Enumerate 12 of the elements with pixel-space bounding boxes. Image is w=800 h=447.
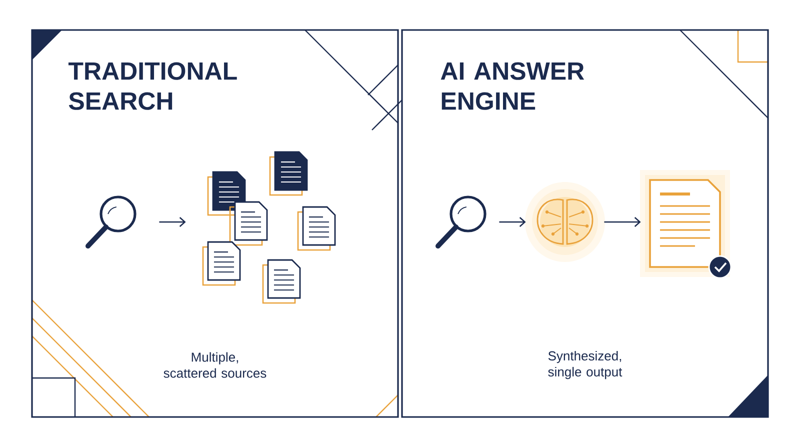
magnifier-drawing (86, 196, 136, 248)
magnifier-drawing (436, 196, 486, 248)
document-drawing (640, 170, 732, 279)
brain-drawing (525, 182, 605, 262)
documents-drawing (202, 151, 336, 304)
node-label: Synthesized, single output (548, 350, 622, 380)
heading: TRADITIONAL SEARCH (68, 62, 237, 110)
arrow (604, 217, 641, 227)
heading: AI ANSWER ENGINE (440, 62, 584, 110)
arrow (159, 217, 186, 227)
arrow (499, 217, 526, 227)
node-label: Multiple, scattered sources (164, 352, 266, 378)
